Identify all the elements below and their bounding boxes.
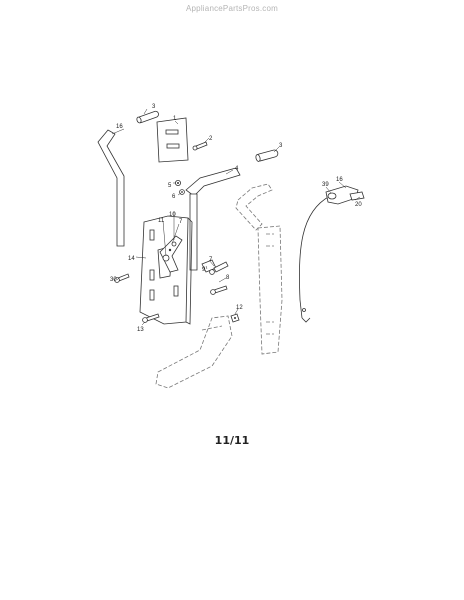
callout-9: 9 xyxy=(202,267,206,273)
cable-assembly xyxy=(299,195,331,323)
bolt-part-2 xyxy=(192,141,208,151)
callout-5: 5 xyxy=(168,183,172,189)
callout-16-left: 16 xyxy=(116,124,123,130)
tube-part-16 xyxy=(97,129,125,247)
callout-labels: 3 1 16 2 4 3 5 6 10 11 7 14 7 9 8 30 12 … xyxy=(110,104,362,333)
plate-part-1 xyxy=(156,117,189,163)
callout-14: 14 xyxy=(128,256,135,262)
leader-lines xyxy=(111,108,361,326)
bolt-part-7-lower xyxy=(209,261,229,275)
handle-part-4 xyxy=(185,167,241,271)
bolt-part-8 xyxy=(210,285,228,295)
callout-4: 4 xyxy=(235,166,239,172)
callout-39: 39 xyxy=(322,182,329,188)
callout-11: 11 xyxy=(158,218,165,224)
grip-part-3-right xyxy=(255,149,279,162)
callout-3-right: 3 xyxy=(279,143,283,149)
callout-20: 20 xyxy=(355,202,362,208)
callout-13: 13 xyxy=(137,327,144,333)
nut-part-12 xyxy=(230,313,240,323)
grip-part-3-upper xyxy=(136,110,159,124)
callout-6: 6 xyxy=(172,194,176,200)
bolt-part-30 xyxy=(114,273,130,283)
page-number: 11/11 xyxy=(214,434,250,447)
callout-7-upper: 7 xyxy=(179,219,183,225)
callout-10: 10 xyxy=(169,212,176,218)
washer-part-5 xyxy=(174,179,181,186)
control-lever-parts-39-16-20 xyxy=(325,185,365,205)
callout-16-right: 16 xyxy=(336,177,343,183)
phantom-lower-frame xyxy=(155,315,233,389)
callout-7-lower: 7 xyxy=(209,257,213,263)
lever-parts-10-11-7 xyxy=(159,235,183,273)
callout-2: 2 xyxy=(209,136,213,142)
phantom-handle-assembly xyxy=(235,183,283,355)
watermark: AppliancePartsPros.com xyxy=(186,4,278,13)
callout-30: 30 xyxy=(110,277,117,283)
callout-8: 8 xyxy=(226,275,230,281)
callout-12: 12 xyxy=(236,305,243,311)
bracket-panel-part-14 xyxy=(139,215,193,325)
callout-1: 1 xyxy=(173,116,177,122)
callout-3-upper: 3 xyxy=(152,104,156,110)
bolt-part-13 xyxy=(142,313,160,323)
